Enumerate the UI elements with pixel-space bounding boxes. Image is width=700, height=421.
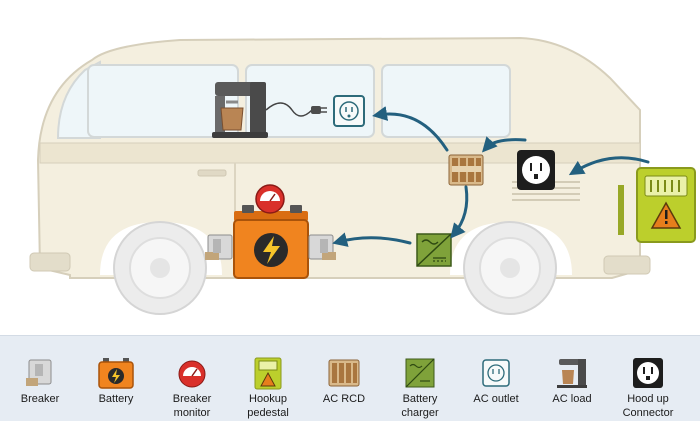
- front-wheel: [113, 221, 207, 315]
- legend-item-breaker-monitor: Breaker monitor: [157, 336, 227, 421]
- window-rear: [381, 64, 511, 138]
- ac-rcd-icon: [328, 359, 360, 387]
- legend-item-hookup-pedestal: Hookup pedestal: [233, 336, 303, 421]
- van: [29, 36, 651, 315]
- arrow-rcd-to-charger: [450, 185, 469, 239]
- legend-label: Hookup pedestal: [247, 393, 289, 419]
- battery-charger: [416, 233, 452, 267]
- rear-wheel: [463, 221, 557, 315]
- power-plug: [311, 106, 327, 114]
- legend-item-battery: Battery: [81, 336, 151, 421]
- rear-bumper: [603, 255, 651, 275]
- breaker-left: [205, 234, 233, 260]
- ac-outlet: [333, 95, 365, 127]
- battery-charger-icon: [405, 358, 435, 388]
- legend: Breaker Battery Breaker monitor: [0, 335, 700, 421]
- legend-item-ac-outlet: AC outlet: [461, 336, 531, 421]
- legend-item-ac-load: AC load: [537, 336, 607, 421]
- legend-item-breaker: Breaker: [5, 336, 75, 421]
- legend-label: Breaker monitor: [172, 393, 212, 419]
- door-handle: [197, 169, 227, 177]
- arrow-charger-to-battery: [332, 232, 412, 247]
- legend-label: Hood up Connector: [622, 393, 674, 419]
- legend-label: Battery: [98, 393, 134, 405]
- diagram-canvas: [29, 36, 696, 315]
- ac-outlet-icon: [482, 359, 510, 387]
- battery: [233, 205, 309, 279]
- battery-icon: [98, 358, 134, 389]
- legend-item-ac-rcd: AC RCD: [309, 336, 379, 421]
- arrow-connector-to-rcd: [481, 136, 527, 153]
- arrow-pedestal-to-connector: [568, 156, 650, 176]
- hookup-pedestal: [618, 167, 696, 243]
- power-cord: [265, 102, 313, 117]
- hood-up-connector: [517, 150, 555, 190]
- hood-up-connector-icon: [633, 358, 663, 388]
- arrow-rcd-to-outlet: [372, 106, 449, 152]
- legend-item-hood-up-connector: Hood up Connector: [613, 336, 683, 421]
- hookup-pedestal-icon: [254, 357, 282, 390]
- legend-label: AC load: [552, 393, 592, 405]
- ac-load-coffee-maker: [212, 82, 268, 138]
- ac-rcd: [448, 154, 484, 186]
- breaker-monitor-icon: [178, 360, 206, 388]
- legend-label: Breaker: [20, 393, 60, 405]
- legend-label: AC RCD: [322, 393, 366, 405]
- breaker-icon: [26, 359, 52, 386]
- legend-item-battery-charger: Battery charger: [385, 336, 455, 421]
- front-bumper: [29, 252, 71, 272]
- breaker-right: [308, 234, 336, 260]
- breaker-monitor: [255, 184, 285, 214]
- legend-label: AC outlet: [473, 393, 519, 405]
- flow-arrows: [332, 106, 650, 247]
- legend-label: Battery charger: [401, 393, 439, 419]
- ac-load-icon: [557, 359, 587, 388]
